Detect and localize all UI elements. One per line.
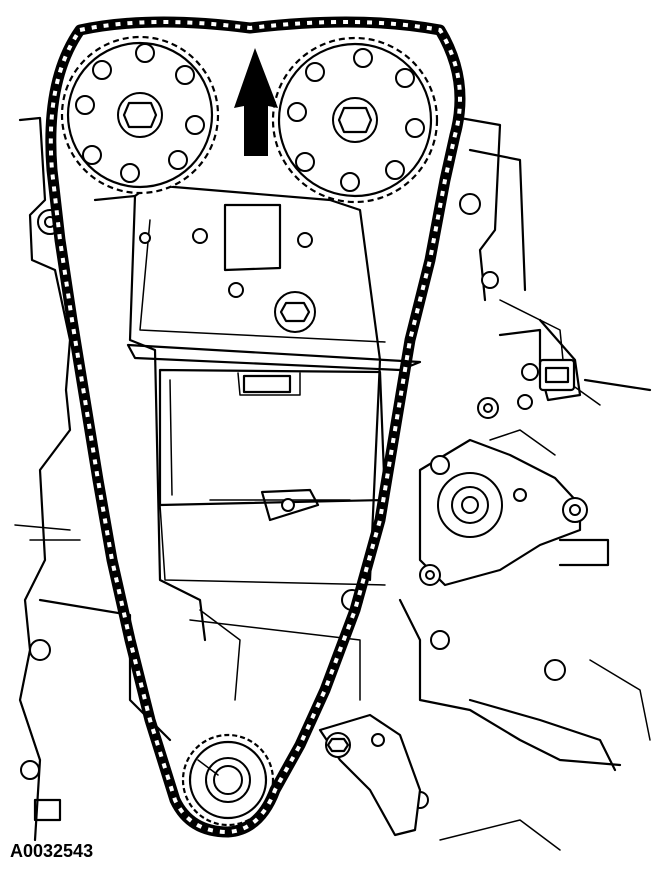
up-arrow-icon <box>234 48 278 156</box>
left-cam-sprocket <box>60 35 220 195</box>
timing-chain <box>45 16 466 838</box>
figure-id-label: A0032543 <box>10 841 94 861</box>
chain-tensioner <box>318 713 422 837</box>
block-window <box>242 374 292 394</box>
crankshaft-sprocket <box>181 733 275 827</box>
right-cam-sprocket <box>271 36 439 204</box>
engine-block <box>14 116 652 851</box>
cam-position-sensor <box>498 328 576 392</box>
block-bolt-holes <box>20 193 566 809</box>
cam-cover-slot <box>223 203 282 272</box>
water-pump <box>418 429 588 587</box>
oil-pump-boss <box>260 488 320 522</box>
